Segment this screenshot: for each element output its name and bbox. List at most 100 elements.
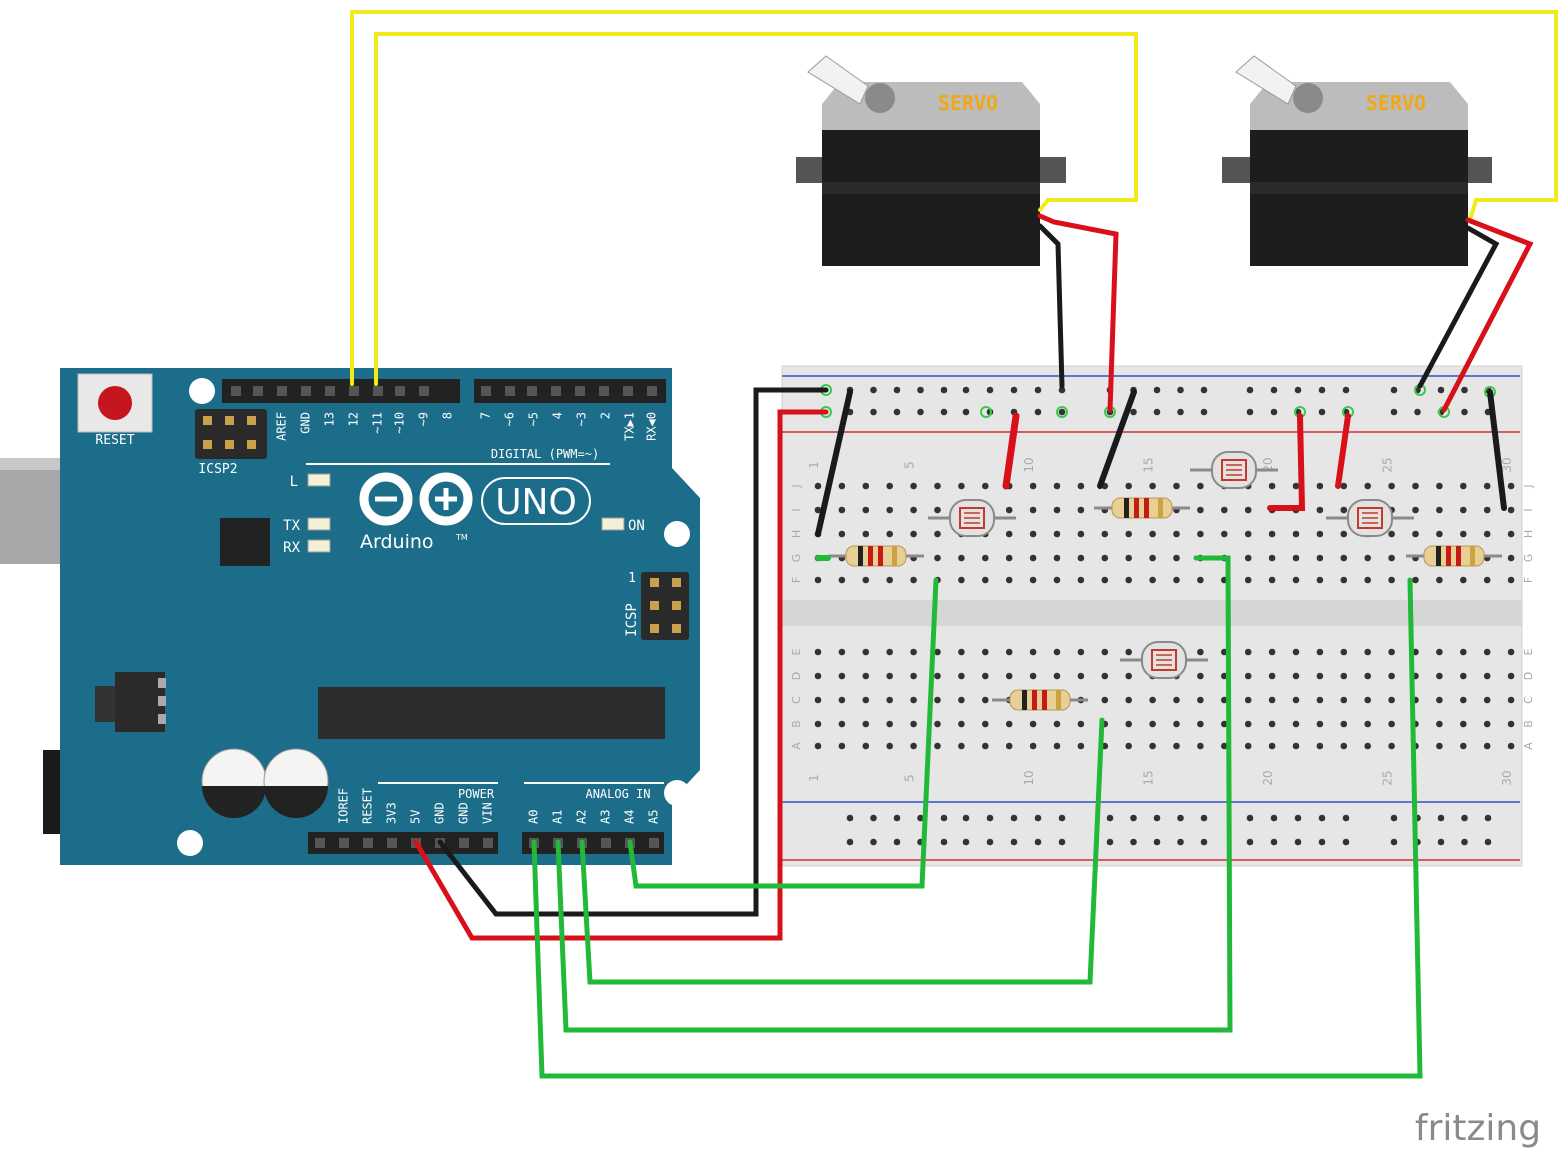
breadboard-hole [1340,720,1348,728]
breadboard-hole [1268,554,1276,562]
breadboard-hole [1221,672,1228,680]
breadboard-hole [886,576,893,584]
rail-hole [940,814,948,822]
trademark: TM [455,533,468,542]
breadboard-hole [982,576,989,584]
breadboard-hole [1244,648,1252,656]
column-number: 25 [1381,457,1395,472]
breadboard-hole [1077,648,1085,656]
analog-pin-label: A2 [575,810,589,824]
breadboard-hole [982,482,989,490]
row-letter: H [1522,530,1535,538]
servo2-power-wire [1441,217,1534,413]
digital-pin-label: RX◀0 [645,412,659,441]
resistor [1406,545,1502,567]
breadboard-hole [1005,506,1013,514]
breadboard-hole [814,696,822,704]
breadboard-hole [1029,576,1037,584]
header-pin [253,386,263,396]
breadboard-hole [1101,672,1109,680]
rail-hole [1461,838,1468,846]
breadboard-hole [910,482,917,490]
breadboard-hole [958,696,965,704]
rail-hole [1246,386,1254,394]
icsp2-header [195,409,267,459]
rail-hole [1177,838,1184,846]
led-l-label: L [290,474,298,490]
breadboard-hole [1483,648,1491,656]
led-on [601,517,625,531]
breadboard-hole [1149,530,1156,538]
breadboard-hole [838,742,846,750]
breadboard-hole [1483,742,1491,750]
breadboard-hole [1436,696,1443,704]
digital-pin-label: ~10 [393,412,407,434]
breadboard-hole [1244,576,1252,584]
breadboard-hole [1507,672,1515,680]
gnd-wire [437,387,829,917]
resistor [992,689,1088,711]
rail-hole [1318,814,1326,822]
jumper-black [815,389,853,537]
row-letter: C [1522,696,1535,704]
breadboard-hole [1149,742,1156,750]
breadboard-hole [1436,576,1443,584]
breadboard-hole [1340,554,1348,562]
rail-hole [846,838,854,846]
breadboard-hole [1125,696,1132,704]
led-tx-label: TX [283,518,300,534]
breadboard-hole [1077,530,1085,538]
rail-hole [1390,838,1398,846]
breadboard-hole [934,554,941,562]
rail-hole [1270,386,1278,394]
breadboard-hole [1268,742,1276,750]
column-number: 30 [1500,457,1514,472]
header-pin [575,386,585,396]
arduino-uno-board: RESET ICSP2 [0,368,700,865]
breadboard-hole [958,648,965,656]
rail-hole [1270,838,1278,846]
connected-hole [980,406,992,418]
microcontroller-chip [318,687,665,739]
breadboard-hole [1316,742,1324,750]
breadboard-hole [1340,672,1348,680]
breadboard-hole [1436,672,1443,680]
rail-hole [893,814,901,822]
row-letter: J [790,484,803,488]
led-rx [307,539,331,553]
column-number: 1 [807,774,821,782]
reset-button [77,373,153,433]
rail-hole [1342,838,1350,846]
breadboard-hole [1268,482,1276,490]
column-number: 10 [1022,457,1036,472]
breadboard-hole [982,720,989,728]
header-pin [481,386,491,396]
header-pin [339,838,349,848]
rail-hole [1270,814,1278,822]
breadboard-hole [1436,648,1443,656]
breadboard-hole [1005,742,1013,750]
logo-text: Arduino [360,531,434,553]
analog-pin-label: A4 [623,810,637,824]
column-number: 5 [903,461,917,469]
breadboard-hole [1197,720,1204,728]
rail-hole [1484,814,1492,822]
breadboard-hole [1197,672,1204,680]
analog-pin-label: A0 [527,810,541,824]
column-number: 1 [807,461,821,469]
breadboard-hole [1460,696,1467,704]
breadboard-hole [814,720,822,728]
servo1-power-wire [1037,213,1119,413]
digital-pin-label: ~9 [417,412,431,426]
breadboard-hole [982,554,989,562]
breadboard-hole [1053,530,1061,538]
row-letter: A [1522,742,1535,750]
breadboard-hole [1197,482,1204,490]
rail-hole [870,814,877,822]
breadboard-hole [1125,576,1132,584]
sensor-wire-a2 [579,717,1105,985]
breadboard-hole [1340,576,1348,584]
breadboard-hole [982,672,989,680]
digital-pin-label: 13 [323,412,337,426]
